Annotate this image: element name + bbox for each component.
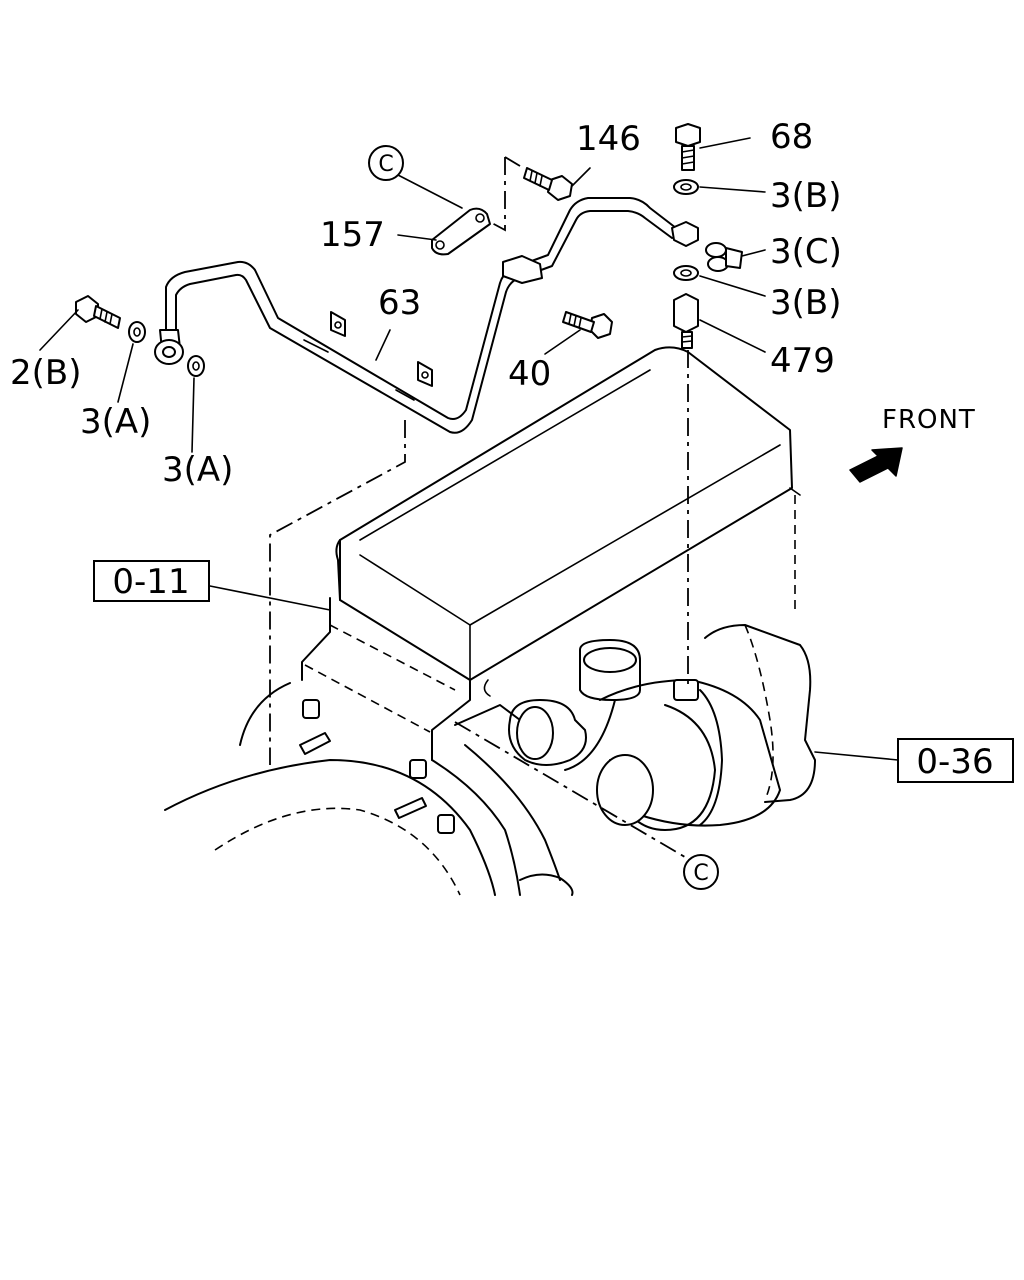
bolt-2b [75,295,121,329]
label-68: 68 [770,117,813,157]
washer-3a-1 [128,321,146,343]
ref-box-0-36[interactable]: 0-36 [897,738,1014,783]
washer-3b-bottom [673,265,699,281]
arrow-icon [849,447,903,483]
label-157: 157 [320,215,385,255]
callout-c-top-label: C [378,152,393,177]
front-label: FRONT [882,405,976,435]
washer-3a-2 [187,355,205,377]
gasket-3c [705,242,743,272]
washer-3b-top [673,179,699,195]
label-479: 479 [770,341,835,381]
leader-lines [39,137,899,761]
callout-c-bottom: C [683,854,719,890]
bolt-146 [523,167,573,201]
bolt-40 [562,311,613,339]
callout-c-bottom-label: C [693,861,708,886]
bolt-68 [675,123,701,171]
label-3c: 3(C) [770,232,842,272]
label-3b-top: 3(B) [770,176,842,216]
label-3b-bottom: 3(B) [770,283,842,323]
label-63: 63 [378,283,421,323]
label-3a-2: 3(A) [162,450,233,490]
label-3a-1: 3(A) [80,402,151,442]
ref-label-0-36: 0-36 [916,742,993,782]
connector-479 [673,293,699,349]
fasteners [75,123,743,377]
engine-assembly [164,346,816,896]
label-146: 146 [576,119,641,159]
label-40: 40 [508,354,551,394]
ref-label-0-11: 0-11 [112,562,189,602]
pipe-63 [154,197,699,434]
callout-c-top: C [368,145,404,181]
label-2b: 2(B) [10,353,82,393]
bracket-157 [431,207,491,256]
ref-box-0-11[interactable]: 0-11 [93,560,210,602]
